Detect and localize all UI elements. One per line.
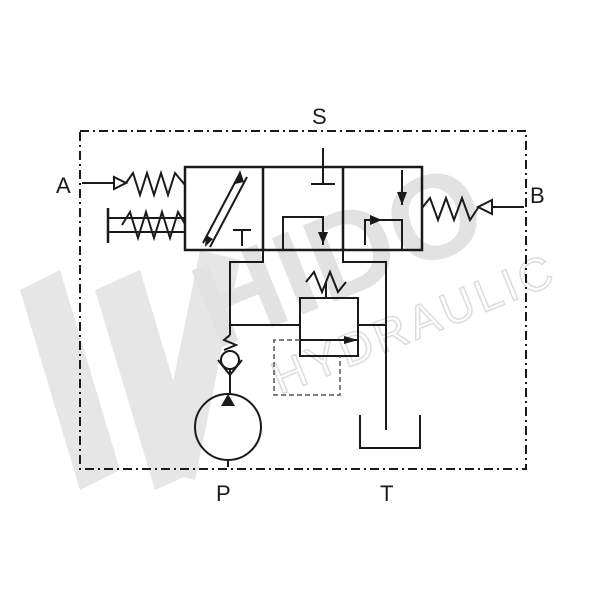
- watermark-logo-mark: [20, 250, 240, 490]
- port-label-b: B: [530, 183, 545, 208]
- watermark: HIDO HYDRAULIC: [20, 137, 564, 490]
- port-label-a: A: [56, 173, 71, 198]
- pump: [194, 393, 262, 467]
- port-s-tee: [311, 148, 335, 185]
- actuator-b: [421, 195, 524, 223]
- enclosure-boundary: [79, 130, 527, 470]
- tank: [359, 415, 421, 449]
- check-valve: [217, 334, 243, 377]
- port-label-p: P: [216, 481, 231, 506]
- actuator-spring-lower-left: [106, 208, 186, 243]
- actuator-a: [82, 169, 186, 199]
- directional-valve: [183, 148, 424, 252]
- center-envelope-flow: [282, 216, 328, 250]
- port-label-s: S: [312, 104, 327, 129]
- port-label-t: T: [380, 481, 393, 506]
- right-envelope-flow: [364, 170, 407, 250]
- left-envelope-flow-arrows: [202, 170, 251, 248]
- relief-valve: [273, 269, 359, 396]
